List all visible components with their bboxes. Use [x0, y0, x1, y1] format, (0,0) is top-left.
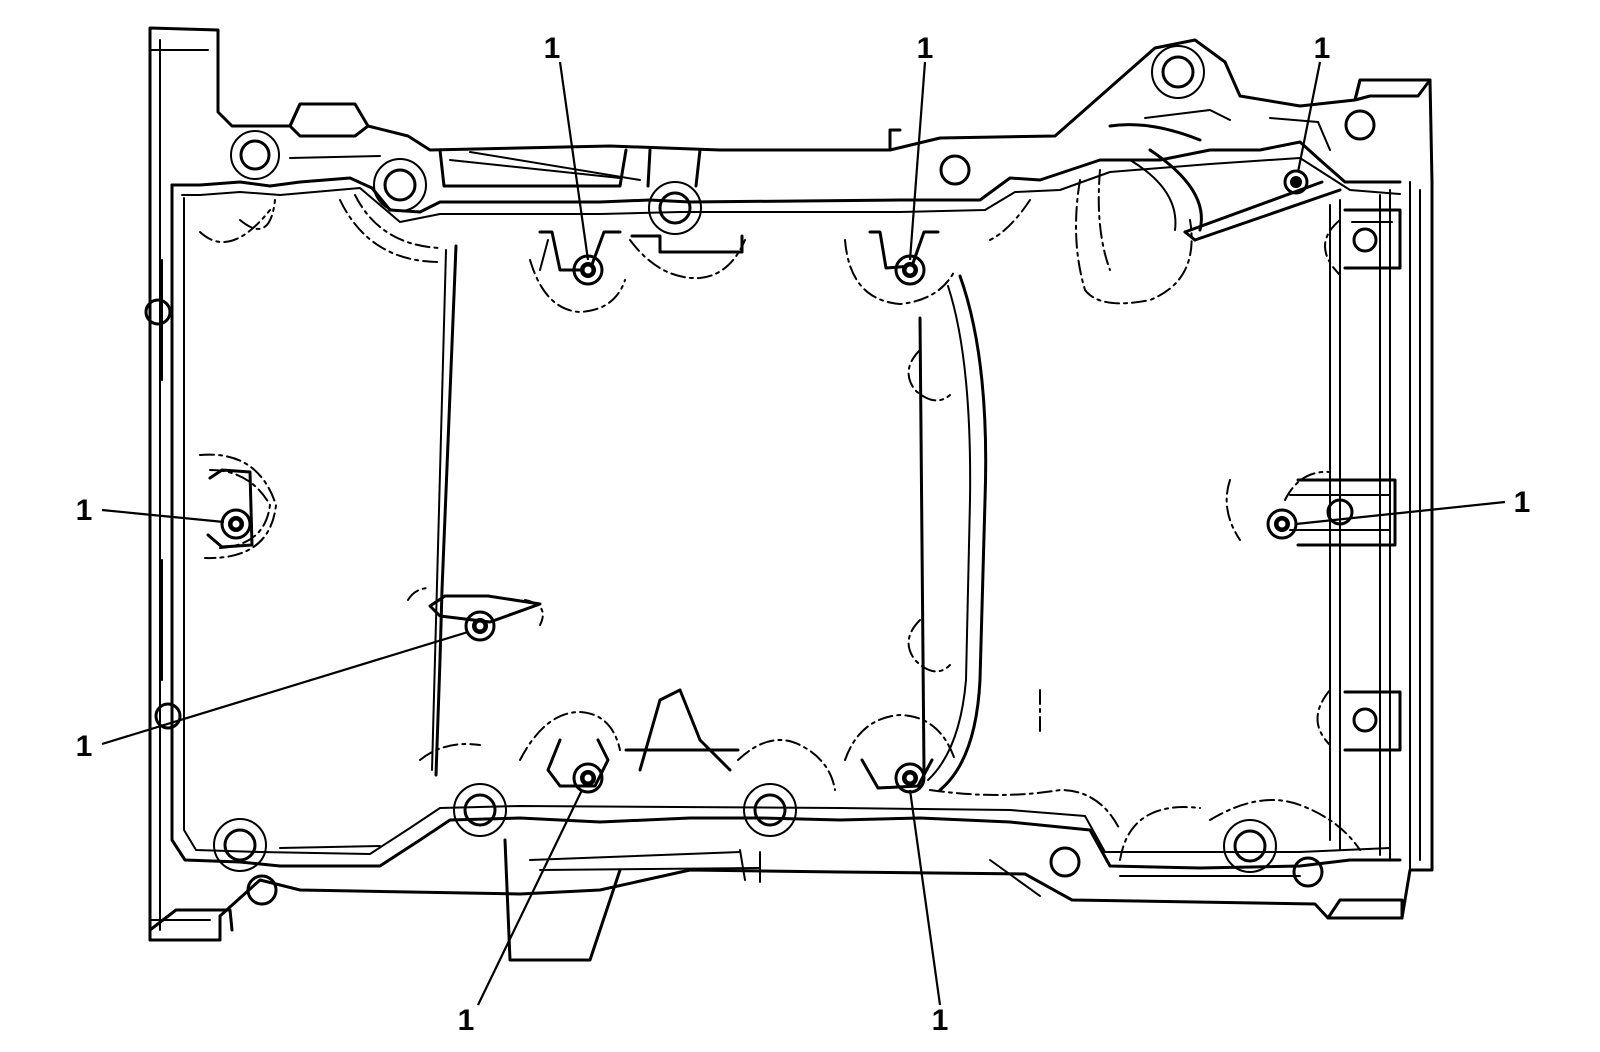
hole — [383, 168, 417, 202]
callout-top-center: 1 — [917, 32, 934, 65]
hole-boss — [373, 158, 427, 212]
inner-pan-structure — [431, 123, 1342, 962]
hole — [753, 793, 787, 827]
leader-top-center — [908, 61, 927, 261]
right-side-brackets — [1289, 208, 1402, 752]
hole-boss — [648, 181, 702, 235]
leader-top-left — [558, 61, 590, 261]
callout-labels: 1 1 1 1 1 1 1 1 — [76, 32, 1531, 1037]
hole — [939, 154, 971, 186]
hole-boss — [743, 783, 797, 837]
hole — [1233, 829, 1267, 863]
hole — [463, 793, 497, 827]
gasket-flange-lines — [161, 109, 1402, 877]
leader-left — [101, 508, 225, 524]
bolt — [464, 610, 496, 642]
bolt — [894, 254, 926, 286]
callout-middle-left: 1 — [76, 730, 93, 763]
hole-boss — [230, 130, 280, 180]
hole — [1292, 856, 1324, 888]
hole-boss — [453, 783, 507, 837]
bolt — [894, 762, 926, 794]
hole-boss — [213, 818, 267, 872]
callout-left: 1 — [76, 494, 93, 527]
callout-top-left: 1 — [544, 32, 561, 65]
leader-right — [1295, 500, 1506, 526]
hole — [1161, 55, 1195, 89]
callout-bottom-left: 1 — [458, 1004, 475, 1037]
callout-top-right: 1 — [1314, 32, 1331, 65]
leader-top-right — [1296, 61, 1322, 173]
hole — [1352, 707, 1378, 733]
leader-bottom-right — [908, 789, 942, 1006]
hole — [239, 139, 271, 171]
hole — [246, 874, 278, 906]
hole — [144, 298, 172, 326]
hole-boss — [1223, 819, 1277, 873]
callout-right: 1 — [1514, 486, 1531, 519]
callout-bottom-right: 1 — [932, 1004, 949, 1037]
bolt — [1283, 169, 1309, 195]
outer-housing-outline — [148, 26, 1434, 942]
bolts — [220, 169, 1309, 794]
hole — [1049, 846, 1081, 878]
bolt — [572, 762, 604, 794]
hidden-lines — [199, 169, 1361, 861]
hole — [154, 702, 182, 730]
hole — [1352, 227, 1378, 253]
hole — [658, 191, 692, 225]
bolt — [220, 508, 252, 540]
hole — [223, 828, 257, 862]
bolt-bosses — [206, 230, 940, 790]
leader-middle-left — [101, 630, 469, 746]
hole — [1344, 109, 1376, 141]
hole — [1326, 498, 1354, 526]
leader-bottom-left — [477, 789, 583, 1006]
callout-leaders — [101, 61, 1506, 1006]
flange-holes — [144, 45, 1378, 906]
bolt — [1266, 508, 1298, 540]
hole-boss — [1151, 45, 1205, 99]
